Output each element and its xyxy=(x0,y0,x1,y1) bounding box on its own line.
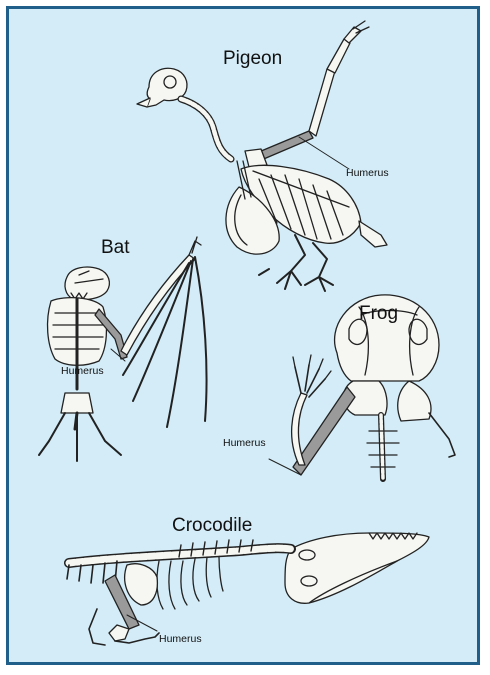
crocodile-humerus-label: Humerus xyxy=(159,633,202,645)
diagram-frame: Pigeon Humerus Bat Humerus Frog Humerus … xyxy=(6,6,480,665)
skeleton-drawing xyxy=(9,9,477,662)
bat-title: Bat xyxy=(101,237,130,259)
pigeon-title: Pigeon xyxy=(223,48,282,70)
bat-skeleton xyxy=(39,237,207,461)
crocodile-title: Crocodile xyxy=(172,515,252,537)
crocodile-skeleton xyxy=(67,533,429,645)
bat-humerus-label: Humerus xyxy=(61,365,104,377)
pigeon-humerus-label: Humerus xyxy=(346,167,389,179)
frog-humerus-label: Humerus xyxy=(223,437,266,449)
frog-title: Frog xyxy=(359,303,398,325)
